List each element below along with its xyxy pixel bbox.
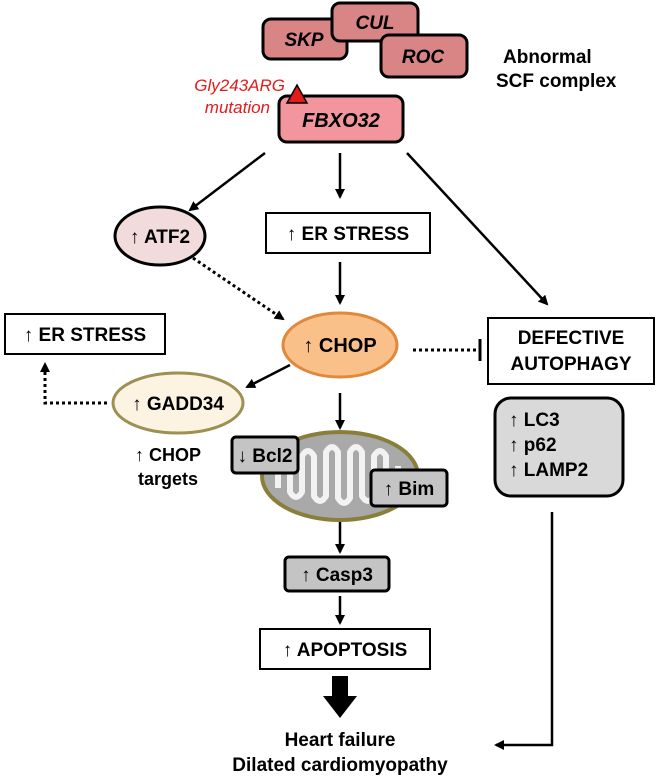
outcome-line1: Heart failure: [285, 730, 396, 751]
scf-complex: SKP CUL ROC: [261, 1, 469, 79]
scf-complex-label-line2: SCF complex: [496, 71, 617, 92]
fbxo32-box: [277, 94, 405, 144]
mutation-label-line1: Gly243ARG: [194, 76, 285, 95]
arrow-fbxo32-autophagy: [406, 152, 549, 306]
chop-node: [281, 311, 399, 379]
er-stress-left-label: ↑ ER STRESS: [24, 325, 146, 346]
apoptosis-label: ↑ APOPTOSIS: [283, 640, 408, 661]
scf-complex-label-line1: Abnormal: [503, 47, 592, 68]
defective-autophagy-box: [487, 317, 655, 385]
defective-autophagy-line1: DEFECTIVE: [518, 328, 625, 349]
roc-label: ROC: [402, 47, 445, 68]
mutation-triangle-icon: [285, 83, 309, 104]
thick-arrow-apoptosis-outcome: [323, 676, 357, 718]
skp-label: SKP: [284, 30, 323, 51]
cul-label: CUL: [355, 13, 394, 34]
arrow-autophagy-outcome: [494, 512, 554, 750]
cul-box: [330, 1, 420, 43]
roc-box: [379, 33, 469, 79]
bcl2-label: ↓ Bcl2: [238, 446, 293, 467]
er-stress-center-box: [265, 212, 431, 254]
apoptosis-box: [259, 628, 431, 670]
arrow-fbxo32-atf2: [188, 152, 266, 212]
gadd34-label: ↑ GADD34: [132, 394, 224, 415]
bim-box: [369, 468, 449, 508]
p62-label: ↑ p62: [509, 435, 557, 456]
atf2-node: [113, 205, 207, 267]
er-stress-center-label: ↑ ER STRESS: [287, 224, 409, 245]
autophagy-markers-box: [493, 396, 625, 498]
bcl2-box: [230, 435, 300, 475]
lamp2-label: ↑ LAMP2: [509, 460, 588, 481]
gadd34-node: [111, 371, 245, 435]
defective-autophagy-line2: AUTOPHAGY: [510, 354, 631, 375]
mutation-label-line2: mutation: [205, 98, 270, 117]
casp3-box: [283, 555, 391, 593]
er-stress-left-box: [4, 313, 166, 355]
chop-targets-line2: targets: [138, 469, 198, 489]
arrow-chop-gadd34: [245, 363, 291, 389]
atf2-label: ↑ ATF2: [130, 227, 190, 248]
bim-label: ↑ Bim: [384, 479, 435, 500]
outcome-line2: Dilated cardiomyopathy: [232, 755, 448, 776]
fbxo32-label: FBXO32: [302, 110, 380, 132]
dotted-arrow-gadd34-erstress: [40, 362, 107, 405]
dotted-arrow-atf2-chop: [192, 256, 285, 321]
chop-label: ↑ CHOP: [303, 335, 376, 357]
lc3-label: ↑ LC3: [509, 410, 560, 431]
chop-targets-line1: ↑ CHOP: [135, 445, 201, 465]
casp3-label: ↑ Casp3: [301, 565, 373, 586]
